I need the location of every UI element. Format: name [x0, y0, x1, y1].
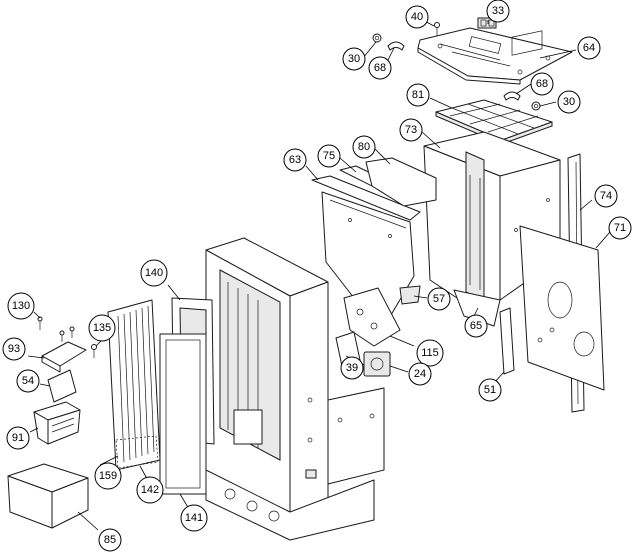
callout-30: 30 [557, 90, 581, 114]
svg-text:64: 64 [583, 42, 595, 54]
svg-text:85: 85 [104, 534, 116, 546]
burn-pot-part-91 [33, 401, 81, 445]
svg-text:81: 81 [412, 89, 424, 101]
svg-text:51: 51 [484, 384, 496, 396]
svg-text:24: 24 [414, 368, 426, 380]
callout-65: 65 [464, 314, 488, 338]
main-frame [205, 237, 385, 541]
callout-135: 135 [88, 314, 116, 342]
callout-93: 93 [2, 337, 26, 361]
svg-text:91: 91 [12, 432, 24, 444]
svg-text:71: 71 [614, 222, 626, 234]
svg-text:68: 68 [374, 62, 386, 74]
svg-text:75: 75 [323, 150, 335, 162]
svg-text:40: 40 [411, 11, 423, 23]
svg-text:30: 30 [348, 53, 360, 65]
nut-part-30-top [372, 33, 382, 43]
ash-pan-part-85 [7, 463, 89, 529]
svg-text:68: 68 [536, 78, 548, 90]
callout-141: 141 [180, 504, 208, 532]
callout-68: 68 [530, 72, 554, 96]
svg-text:73: 73 [405, 124, 417, 136]
svg-text:130: 130 [12, 300, 30, 312]
callout-57: 57 [427, 287, 451, 311]
plate-part-93 [41, 341, 87, 373]
plate-part-80 [365, 157, 437, 207]
svg-text:80: 80 [358, 141, 370, 153]
svg-text:54: 54 [22, 375, 34, 387]
callout-51: 51 [478, 378, 502, 402]
svg-text:135: 135 [93, 322, 111, 334]
switch-part-33 [477, 17, 497, 29]
motor-part-24 [363, 351, 391, 377]
callout-159: 159 [94, 462, 122, 490]
callout-33: 33 [486, 0, 510, 23]
callout-81: 81 [406, 83, 430, 107]
svg-text:93: 93 [8, 343, 20, 355]
callout-30: 30 [342, 47, 366, 71]
svg-text:159: 159 [99, 470, 117, 482]
svg-text:57: 57 [433, 293, 445, 305]
bracket-part-57 [399, 285, 421, 305]
svg-text:141: 141 [185, 512, 203, 524]
callout-54: 54 [16, 369, 40, 393]
callout-68: 68 [368, 56, 392, 80]
callout-24: 24 [408, 362, 432, 386]
svg-text:33: 33 [492, 5, 504, 17]
callout-80: 80 [352, 135, 376, 159]
callout-91: 91 [6, 426, 30, 450]
door-glass-part-141 [159, 333, 207, 495]
chute-part-65 [453, 289, 501, 327]
door-panel-part-142 [107, 299, 161, 471]
callout-74: 74 [594, 184, 618, 208]
callout-39: 39 [340, 356, 364, 380]
callout-73: 73 [399, 118, 423, 142]
callout-71: 71 [608, 216, 632, 240]
top-plate-part-64 [417, 27, 573, 85]
callout-40: 40 [405, 5, 429, 29]
screw-part-135 [91, 344, 97, 358]
svg-text:65: 65 [470, 320, 482, 332]
grille-frame-part-81 [435, 99, 553, 145]
nut-part-30-right [531, 101, 541, 111]
hopper-panel-part-63 [311, 175, 421, 321]
callout-63: 63 [283, 148, 307, 172]
gasket-part-159 [115, 435, 159, 469]
svg-text:63: 63 [289, 154, 301, 166]
svg-text:30: 30 [563, 96, 575, 108]
svg-text:142: 142 [141, 484, 159, 496]
callout-85: 85 [98, 528, 122, 552]
bracket-part-68-top [387, 41, 405, 51]
screws-part-130 [37, 316, 75, 342]
bracket-part-51 [499, 307, 515, 375]
callout-115: 115 [416, 339, 444, 367]
svg-text:74: 74 [600, 190, 612, 202]
svg-text:115: 115 [421, 347, 439, 359]
callout-130: 130 [7, 292, 35, 320]
bracket-part-54 [47, 369, 77, 403]
side-panel-part-71 [519, 225, 605, 391]
callout-75: 75 [317, 144, 341, 168]
auger-housing-part-115 [343, 287, 401, 347]
callout-142: 142 [136, 476, 164, 504]
screw-part-40 [434, 22, 440, 36]
callout-140: 140 [140, 259, 168, 287]
svg-text:140: 140 [145, 267, 163, 279]
callout-64: 64 [577, 36, 601, 60]
svg-text:39: 39 [346, 362, 358, 374]
